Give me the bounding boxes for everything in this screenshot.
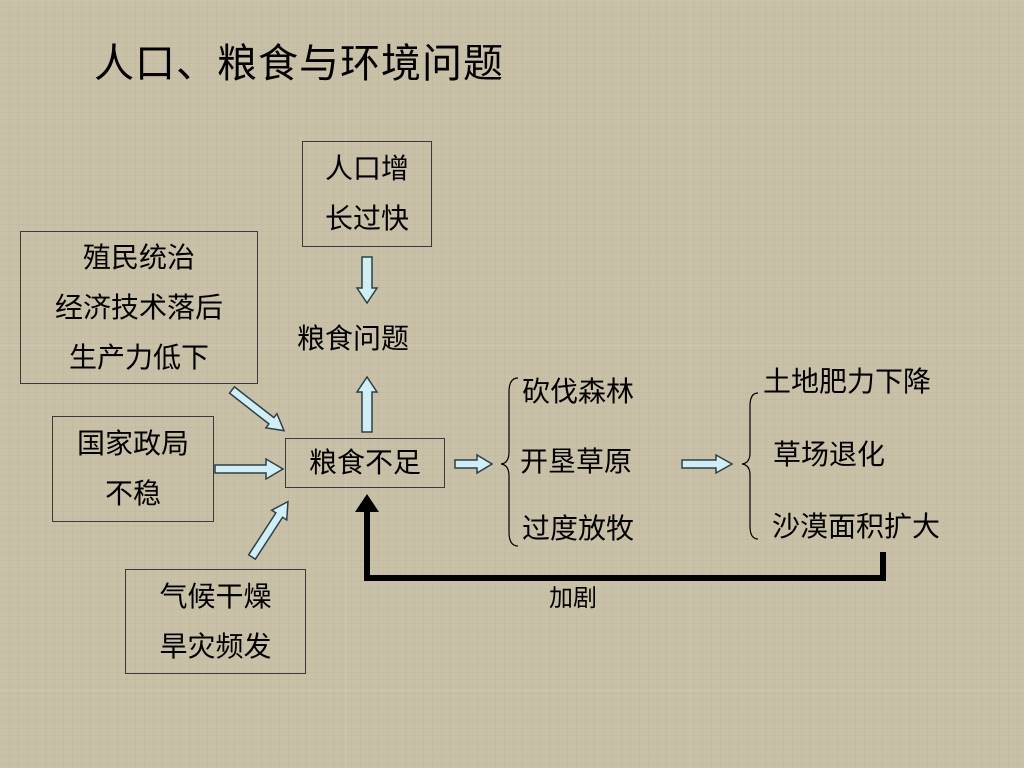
colonial-rule-line-1: 殖民统治 — [82, 240, 195, 274]
population-growth-line-1: 人口增 — [324, 152, 409, 185]
political-instability-box: 国家政局 不稳 — [52, 416, 214, 522]
consequence-desert-expansion: 沙漠面积扩大 — [772, 510, 941, 543]
political-instability-line-2: 不稳 — [104, 477, 161, 510]
arrow-shortage-to-food-problem — [355, 375, 379, 433]
feedback-loop-arrowhead — [355, 494, 379, 512]
food-problem-label: 粮食问题 — [297, 322, 410, 355]
arrow-shortage-to-actions — [454, 453, 494, 475]
feedback-label: 加剧 — [549, 584, 597, 612]
population-growth-line-2: 长过快 — [324, 202, 409, 235]
colonial-rule-line-2: 经济技术落后 — [54, 290, 223, 324]
arrow-population-to-food-problem — [355, 256, 379, 305]
arrow-politics-to-shortage — [214, 457, 285, 481]
climate-drought-line-2: 旱灾频发 — [159, 629, 272, 663]
climate-drought-line-1: 气候干燥 — [159, 579, 272, 613]
colonial-rule-box: 殖民统治 经济技术落后 生产力低下 — [20, 231, 258, 384]
action-overgrazing: 过度放牧 — [522, 512, 635, 545]
arrow-colonial-to-shortage — [228, 385, 286, 432]
brace-actions — [500, 377, 519, 547]
population-growth-box: 人口增 长过快 — [302, 141, 432, 247]
arrow-actions-to-consequences — [681, 453, 734, 475]
consequence-soil-fertility: 土地肥力下降 — [763, 365, 932, 398]
action-deforestation: 砍伐森林 — [522, 375, 635, 408]
food-shortage-box: 粮食不足 — [285, 438, 445, 488]
political-instability-line-1: 国家政局 — [76, 427, 189, 460]
arrow-climate-to-shortage — [247, 500, 289, 561]
brace-consequences — [741, 392, 759, 540]
colonial-rule-line-3: 生产力低下 — [68, 340, 209, 374]
slide-title: 人口、粮食与环境问题 — [94, 41, 504, 87]
action-grassland-reclamation: 开垦草原 — [520, 445, 633, 478]
food-shortage-text: 粮食不足 — [308, 446, 421, 479]
consequence-grassland-degradation: 草场退化 — [773, 438, 886, 471]
climate-drought-box: 气候干燥 旱灾频发 — [125, 569, 306, 674]
